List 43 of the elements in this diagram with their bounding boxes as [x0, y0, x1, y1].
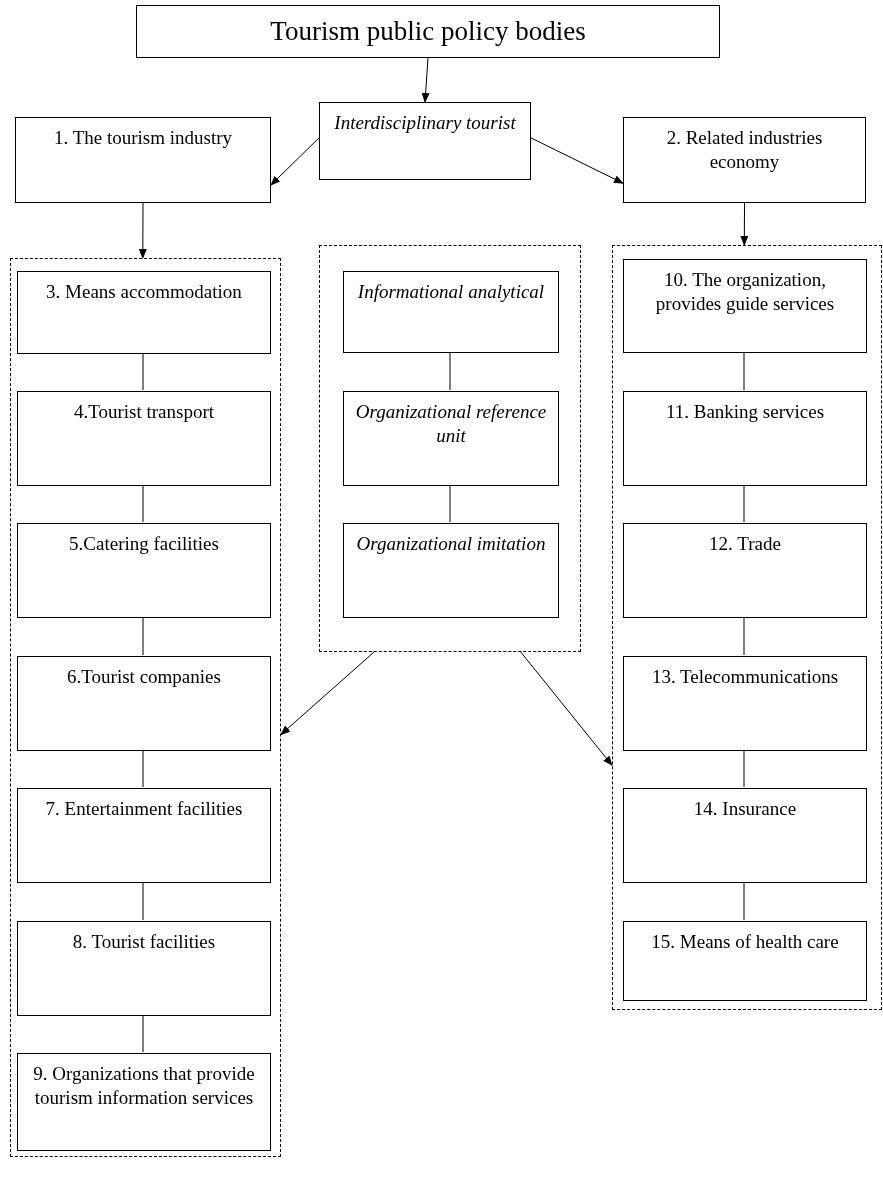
connector-line — [449, 484, 451, 523]
dashed-group-box — [10, 258, 281, 1157]
process-box: 9. Organizations that provide tourism information services — [17, 1053, 271, 1151]
arrow — [530, 137, 624, 184]
process-box: 14. Insurance — [623, 788, 867, 883]
process-box: 11. Banking services — [623, 391, 867, 486]
arrow — [138, 202, 147, 259]
connector-line — [449, 351, 451, 391]
process-box: Organizational reference unit — [343, 391, 559, 486]
arrow — [520, 651, 613, 766]
connector-line — [743, 881, 745, 921]
process-box: Interdisciplinary tourist — [319, 102, 531, 180]
process-box: 2. Related industries economy — [623, 117, 866, 203]
arrow — [421, 57, 430, 103]
arrow — [280, 651, 375, 736]
process-box: 8. Tourist facilities — [17, 921, 271, 1016]
connector-line — [142, 881, 144, 921]
connector-line — [142, 352, 144, 391]
arrow — [270, 137, 320, 186]
process-box: Organizational imitation — [343, 523, 559, 618]
process-box: 5.Catering facilities — [17, 523, 271, 618]
connector-line — [743, 351, 745, 391]
dashed-group-box — [319, 245, 581, 652]
process-box: 7. Entertainment facilities — [17, 788, 271, 883]
process-box: Informational analytical — [343, 271, 559, 353]
title-box: Tourism public policy bodies — [136, 5, 720, 58]
process-box: 3. Means accommodation — [17, 271, 271, 354]
process-box: 1. The tourism industry — [15, 117, 271, 203]
arrow — [740, 202, 749, 246]
connector-line — [142, 616, 144, 656]
process-box: 6.Tourist companies — [17, 656, 271, 751]
connector-line — [743, 749, 745, 788]
connector-line — [142, 484, 144, 523]
process-box: 13. Telecommunications — [623, 656, 867, 751]
process-box: 10. The organization, provides guide services — [623, 259, 867, 353]
connector-line — [743, 484, 745, 523]
connector-line — [142, 749, 144, 788]
process-box: 12. Trade — [623, 523, 867, 618]
process-box: 15. Means of health care — [623, 921, 867, 1001]
connector-line — [142, 1014, 144, 1053]
process-box: 4.Tourist transport — [17, 391, 271, 486]
dashed-group-box — [612, 245, 882, 1010]
connector-line — [743, 616, 745, 656]
